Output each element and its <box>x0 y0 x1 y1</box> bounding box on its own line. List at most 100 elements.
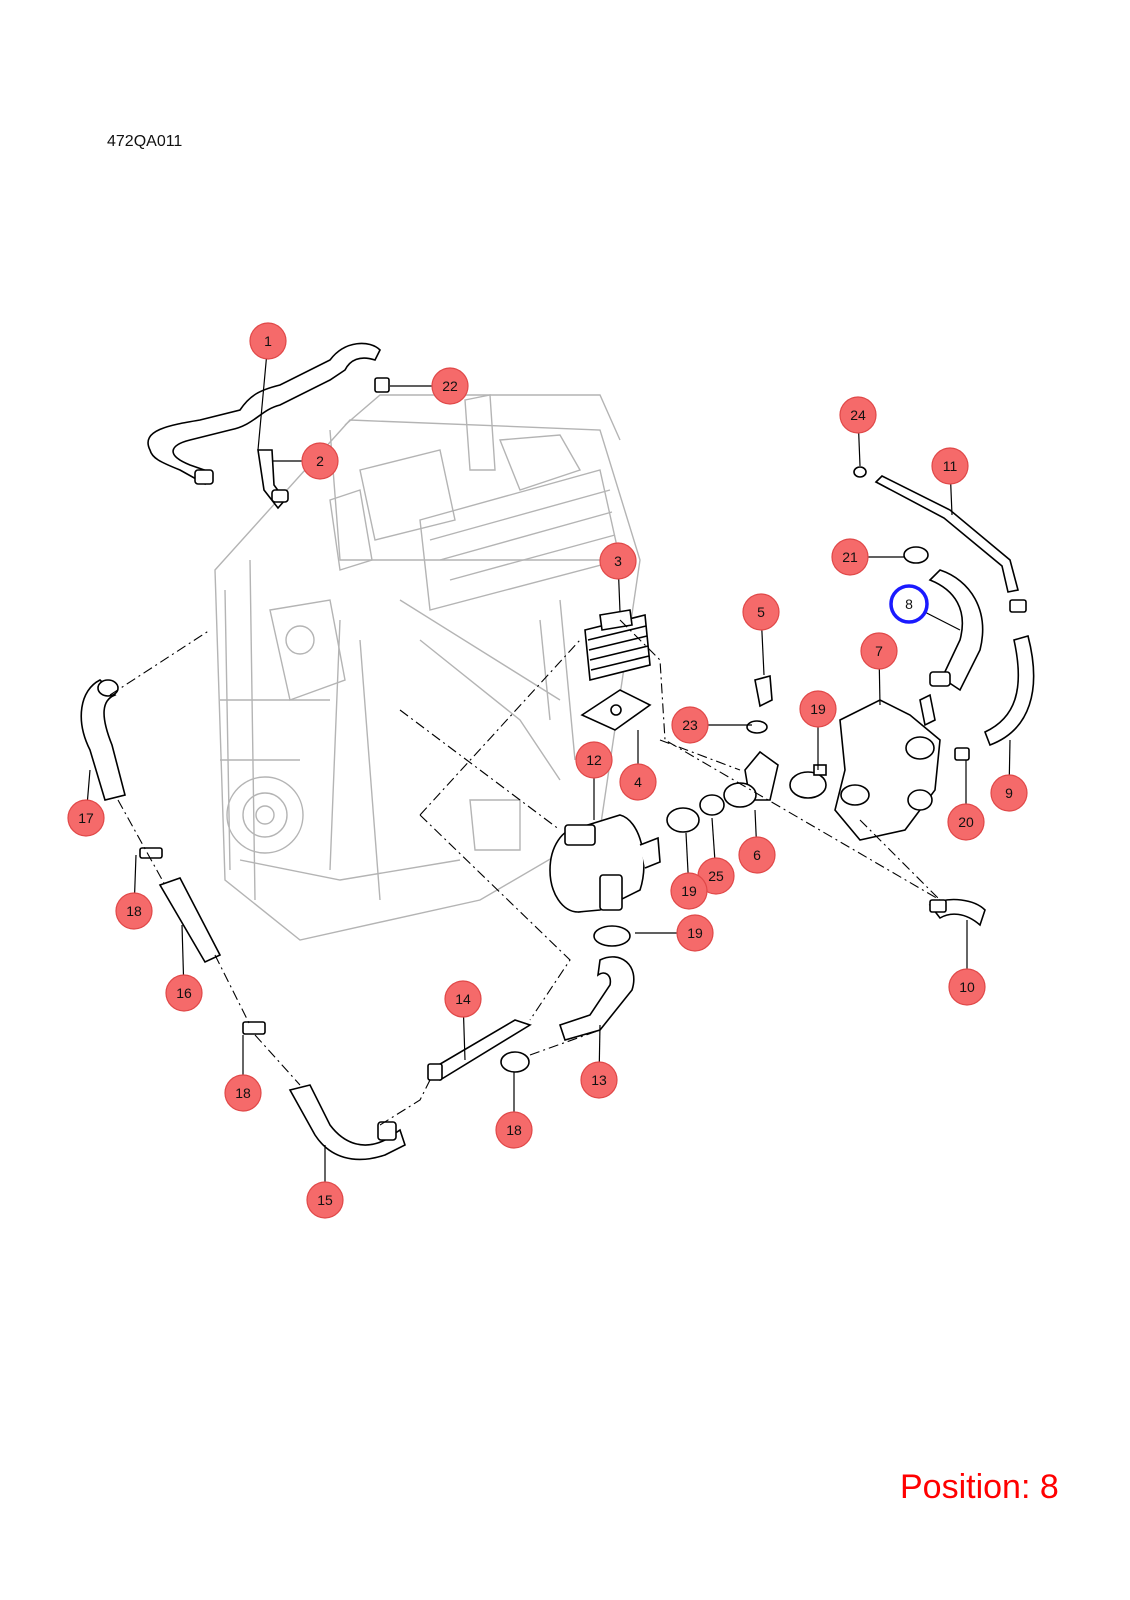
callout-marker[interactable] <box>839 396 877 434</box>
part-14-pipe <box>427 1019 532 1082</box>
callout-16[interactable]: 16 <box>165 974 203 1012</box>
callout-number: 14 <box>455 991 471 1007</box>
callout-6[interactable]: 6 <box>738 836 776 874</box>
callout-marker[interactable] <box>67 799 105 837</box>
callout-number: 18 <box>506 1122 522 1138</box>
callout-marker[interactable] <box>599 542 637 580</box>
part-23-clamp <box>746 720 768 734</box>
callout-12[interactable]: 12 <box>575 741 613 779</box>
callout-marker[interactable] <box>495 1111 533 1149</box>
callout-marker[interactable] <box>306 1181 344 1219</box>
part-19-clamp-b <box>666 807 700 833</box>
callout-14[interactable]: 14 <box>444 980 482 1018</box>
callout-19[interactable]: 19 <box>799 690 837 728</box>
part-13-hose <box>558 925 635 1041</box>
callout-marker[interactable] <box>165 974 203 1012</box>
callout-number: 19 <box>810 701 826 717</box>
part-2-hose <box>257 449 289 510</box>
callout-5[interactable]: 5 <box>742 593 780 631</box>
callout-marker[interactable] <box>619 763 657 801</box>
part-12-water-pump <box>549 814 661 913</box>
part-18-clamp-c <box>500 1051 530 1073</box>
callout-number: 11 <box>943 458 958 474</box>
callout-24[interactable]: 24 <box>839 396 877 434</box>
callout-marker[interactable] <box>431 367 469 405</box>
callout-19[interactable]: 19 <box>670 872 708 910</box>
callout-7[interactable]: 7 <box>860 632 898 670</box>
dashed-assembly-lines <box>109 619 941 1126</box>
callout-number: 16 <box>176 985 192 1001</box>
callout-13[interactable]: 13 <box>580 1061 618 1099</box>
callout-19[interactable]: 19 <box>676 914 714 952</box>
callout-marker[interactable] <box>676 914 714 952</box>
callout-number: 20 <box>958 814 974 830</box>
callout-marker[interactable] <box>831 538 869 576</box>
callout-marker[interactable] <box>224 1074 262 1112</box>
part-10-hose <box>928 898 986 927</box>
callout-23[interactable]: 23 <box>671 706 709 744</box>
callout-marker[interactable] <box>115 892 153 930</box>
part-3-oil-cooler <box>584 609 651 682</box>
callout-number: 17 <box>78 810 94 826</box>
callout-15[interactable]: 15 <box>306 1181 344 1219</box>
callout-number: 22 <box>442 378 458 394</box>
part-11-pipe <box>874 475 1027 613</box>
callout-marker[interactable] <box>948 968 986 1006</box>
callout-marker[interactable] <box>889 584 929 624</box>
callout-marker[interactable] <box>580 1061 618 1099</box>
callout-marker[interactable] <box>575 741 613 779</box>
callout-number: 1 <box>264 333 272 349</box>
callout-18[interactable]: 18 <box>495 1111 533 1149</box>
part-25-o-ring <box>699 794 725 816</box>
callout-21[interactable]: 21 <box>831 538 869 576</box>
part-7-thermostat-housing <box>834 693 941 841</box>
callout-marker[interactable] <box>990 774 1028 812</box>
callout-number: 25 <box>708 868 724 884</box>
part-22-clip <box>374 377 390 393</box>
callout-number: 15 <box>317 1192 333 1208</box>
callout-marker[interactable] <box>931 447 969 485</box>
callout-marker[interactable] <box>670 872 708 910</box>
callout-18[interactable]: 18 <box>224 1074 262 1112</box>
callout-22[interactable]: 22 <box>431 367 469 405</box>
callout-number: 19 <box>681 883 697 899</box>
callout-number: 23 <box>682 717 698 733</box>
callout-marker[interactable] <box>799 690 837 728</box>
callout-11[interactable]: 11 <box>931 447 969 485</box>
callout-2[interactable]: 2 <box>301 442 339 480</box>
callout-number: 21 <box>842 549 858 565</box>
part-18-clip-a <box>139 847 163 859</box>
callout-number: 6 <box>753 847 761 863</box>
part-24-o-ring <box>853 466 867 478</box>
callout-1[interactable]: 1 <box>249 322 287 360</box>
callout-number: 5 <box>757 604 765 620</box>
callout-8[interactable]: 8 <box>889 584 929 624</box>
callout-marker[interactable] <box>742 593 780 631</box>
callout-marker[interactable] <box>444 980 482 1018</box>
callout-17[interactable]: 17 <box>67 799 105 837</box>
callout-3[interactable]: 3 <box>599 542 637 580</box>
callout-20[interactable]: 20 <box>947 803 985 841</box>
part-21-clamp <box>903 546 929 564</box>
callout-number: 13 <box>591 1072 607 1088</box>
callout-18[interactable]: 18 <box>115 892 153 930</box>
callout-4[interactable]: 4 <box>619 763 657 801</box>
callout-marker[interactable] <box>249 322 287 360</box>
callout-marker[interactable] <box>671 706 709 744</box>
callout-marker[interactable] <box>301 442 339 480</box>
part-20-clamp <box>954 747 970 761</box>
callout-marker[interactable] <box>738 836 776 874</box>
callout-number: 2 <box>316 453 324 469</box>
callout-number: 10 <box>959 979 975 995</box>
callout-number: 4 <box>634 774 642 790</box>
callout-number: 12 <box>586 752 602 768</box>
callout-marker[interactable] <box>947 803 985 841</box>
callout-9[interactable]: 9 <box>990 774 1028 812</box>
part-18-clip-b <box>242 1021 266 1035</box>
part-19-clamp-a <box>789 764 827 799</box>
callout-number: 7 <box>875 643 883 659</box>
callout-marker[interactable] <box>860 632 898 670</box>
callout-10[interactable]: 10 <box>948 968 986 1006</box>
